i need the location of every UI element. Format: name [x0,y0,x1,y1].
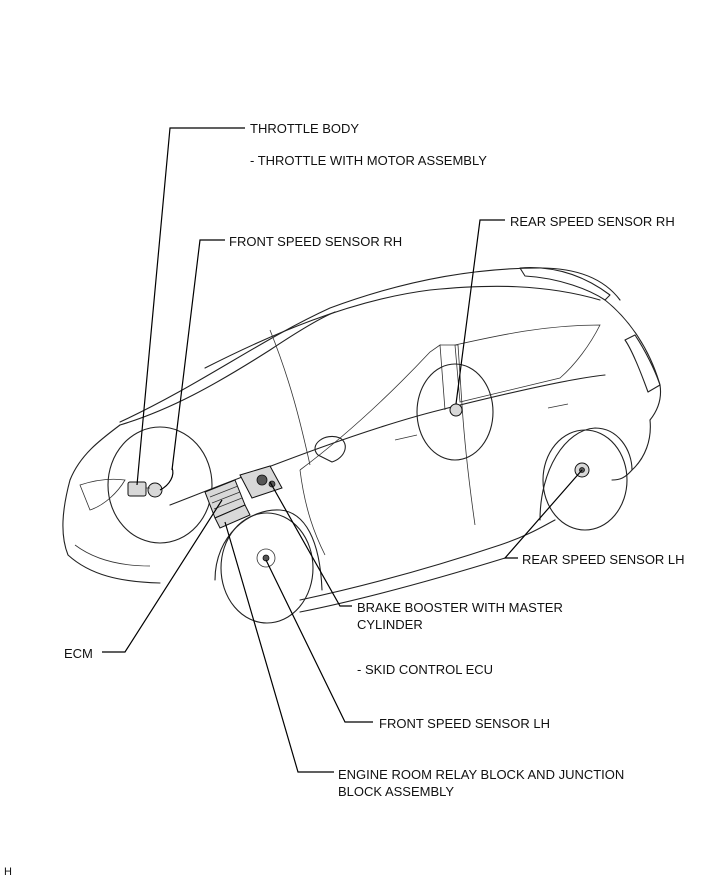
rear-lamp [624,334,661,393]
label-throttle-body: THROTTLE BODY [250,121,360,136]
front-speed-sensor-lh-part [256,548,276,568]
label-rear-speed-sensor-rh: REAR SPEED SENSOR RH [510,214,675,229]
relay-block-part [214,504,251,529]
rear-left-wheel [542,429,628,531]
sill-line [299,557,506,613]
rear-right-wheel [416,363,494,461]
leader-ecm [102,499,223,653]
car-roof-line [119,267,621,423]
label-rear-speed-sensor-lh: REAR SPEED SENSOR LH [522,552,685,567]
leader-rear-speed-sensor-rh [455,219,505,405]
rear-bumper [611,419,651,481]
leader-rear-speed-sensor-lh [503,469,583,559]
side-window-rear [454,324,601,403]
rear-hatch [604,299,662,421]
label-relay-block: ENGINE ROOM RELAY BLOCK AND JUNCTION BLO… [338,767,625,799]
door-handle-front [394,434,418,441]
lower-side-line [299,519,556,601]
label-front-speed-sensor-rh: FRONT SPEED SENSOR RH [229,234,403,249]
leader-throttle-body [136,127,245,486]
label-front-speed-sensor-lh: FRONT SPEED SENSOR LH [379,716,550,731]
rear-spoiler [519,267,611,301]
car-outline [62,267,662,613]
side-window-front [299,344,446,471]
brake-booster-part [239,465,283,499]
label-brake-booster: BRAKE BOOSTER WITH MASTER CYLINDER [357,600,563,632]
front-wheel-arch [214,509,323,591]
side-mirror [314,436,346,463]
rear-door-line [461,404,476,526]
wheels [107,363,628,624]
windshield [119,311,336,426]
a-pillar [269,329,311,466]
hood-line [69,424,121,481]
rear-wheel-arch [539,427,633,521]
front-speed-sensor-rh-part [159,467,174,491]
headlamp [79,478,126,511]
label-ecm: ECM [64,646,93,661]
label-throttle-motor: - THROTTLE WITH MOTOR ASSEMBLY [250,153,487,168]
leader-lines [102,127,583,773]
door-handle-rear [547,403,569,409]
front-grille [74,544,151,567]
front-right-wheel [107,426,213,544]
car-roof-inner-line [204,285,601,369]
b-pillar [440,344,463,406]
leader-brake-booster [269,481,352,607]
leader-front-speed-sensor-rh [171,239,225,471]
label-skid-control-ecu: - SKID CONTROL ECU [357,662,494,677]
figure-code: H [4,866,12,878]
components [127,403,590,568]
leader-relay-block [224,521,334,773]
front-door-line [299,469,326,556]
front-fascia [62,479,161,584]
front-left-wheel [220,512,314,624]
throttle-body-part [127,481,163,498]
rear-speed-sensor-rh-part [449,403,463,417]
leader-front-speed-sensor-lh [265,559,373,723]
